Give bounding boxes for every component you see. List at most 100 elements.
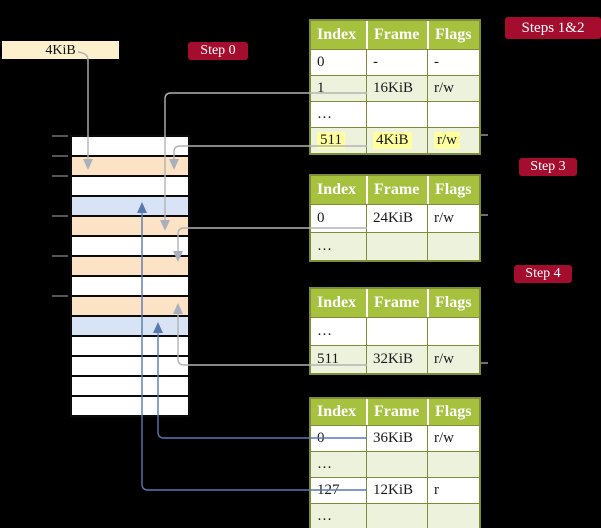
memory-column	[70, 135, 190, 417]
table-cell	[427, 318, 479, 345]
cell-text: …	[317, 508, 332, 524]
table-row: 127 12KiB r	[311, 477, 479, 503]
cell-text: 4KiB	[373, 132, 412, 149]
step3-label: Step 3	[519, 158, 577, 176]
memory-frame-row-4	[72, 217, 188, 237]
memory-frame-row-9	[72, 317, 188, 337]
table-cell: 511	[311, 128, 366, 153]
cell-text: 0	[317, 54, 325, 70]
connector-stubs	[481, 134, 488, 364]
table-row: …	[311, 317, 479, 345]
table-cell: …	[311, 318, 366, 345]
table-cell: -	[366, 50, 427, 75]
cell-text: 24KiB	[373, 210, 414, 226]
cell-text: r/w	[434, 351, 454, 367]
table-cell: …	[311, 504, 366, 528]
table-row: 511 4KiB r/w	[311, 127, 479, 153]
memory-tick-marks	[52, 135, 68, 297]
table-row: …	[311, 451, 479, 477]
cell-text: r	[434, 482, 439, 498]
table-cell	[366, 233, 427, 260]
table-cell	[366, 504, 427, 528]
memory-frame-row-11	[72, 357, 188, 377]
table-cell: 0	[311, 205, 366, 232]
column-header-index: Index	[317, 403, 357, 420]
table-cell: r/w	[427, 426, 479, 451]
memory-frame-row-5	[72, 237, 188, 257]
column-header-flags: Flags	[427, 176, 479, 204]
memory-frame-row-2	[72, 177, 188, 197]
table-cell: -	[427, 50, 479, 75]
memory-frame-row-7	[72, 277, 188, 297]
cell-text: 0	[317, 430, 325, 446]
table-row: 1 16KiB r/w	[311, 75, 479, 101]
table-cell: 127	[311, 478, 366, 503]
cell-text: 511	[317, 132, 345, 149]
table-cell	[366, 452, 427, 477]
table-cell: 24KiB	[366, 205, 427, 232]
table-cell: r/w	[427, 128, 479, 153]
cell-text: 1	[317, 80, 325, 96]
cell-text: r/w	[434, 430, 454, 446]
table-row: …	[311, 503, 479, 528]
cell-text: -	[434, 54, 439, 70]
cell-text: 511	[317, 351, 339, 367]
memory-frame-row-10	[72, 337, 188, 357]
memory-frame-row-1	[72, 157, 188, 177]
table-cell	[366, 318, 427, 345]
column-header-index: Index	[317, 294, 357, 311]
step0-label: Step 0	[188, 42, 248, 60]
cell-text: -	[373, 54, 378, 70]
table-cell: 32KiB	[366, 346, 427, 373]
page-size-box: 4KiB	[2, 41, 119, 59]
table-cell: 16KiB	[366, 76, 427, 101]
step4-label: Step 4	[514, 265, 572, 283]
table-cell: 12KiB	[366, 478, 427, 503]
cell-text: …	[317, 456, 332, 472]
table-row: 0 36KiB r/w	[311, 425, 479, 451]
cell-text: 36KiB	[373, 430, 414, 446]
column-header-flags: Flags	[427, 399, 479, 425]
table-row: 511 32KiB r/w	[311, 345, 479, 373]
table-cell: 4KiB	[366, 128, 427, 153]
page-size-label: 4KiB	[45, 43, 76, 58]
cell-text: 32KiB	[373, 351, 414, 367]
column-header-frame: Frame	[366, 176, 427, 204]
table-row: …	[311, 232, 479, 260]
memory-frame-row-0	[72, 137, 188, 157]
column-header-index: Index	[317, 26, 357, 43]
table-cell: 511	[311, 346, 366, 373]
column-header-flags: Flags	[427, 289, 479, 317]
table-cell: r/w	[427, 346, 479, 373]
table-cell	[366, 102, 427, 127]
cell-text: r/w	[434, 80, 454, 96]
column-header-index: Index	[317, 181, 357, 198]
table-cell: …	[311, 233, 366, 260]
memory-frame-row-6	[72, 257, 188, 277]
table-cell: …	[311, 102, 366, 127]
table-row: …	[311, 101, 479, 127]
steps12-label: Steps 1&2	[505, 17, 601, 39]
column-header-frame: Frame	[366, 399, 427, 425]
memory-frame-row-3	[72, 197, 188, 217]
cell-text: 127	[317, 482, 340, 498]
cell-text: 0	[317, 210, 325, 226]
table-cell: r/w	[427, 76, 479, 101]
table-cell: 0	[311, 50, 366, 75]
memory-frame-row-12	[72, 377, 188, 397]
table-cell	[427, 102, 479, 127]
cell-text: …	[317, 106, 332, 122]
cell-text: 12KiB	[373, 482, 414, 498]
table-row: 0 - -	[311, 49, 479, 75]
column-header-frame: Frame	[366, 289, 427, 317]
table-cell: r	[427, 478, 479, 503]
table-cell	[427, 452, 479, 477]
table-cell: r/w	[427, 205, 479, 232]
